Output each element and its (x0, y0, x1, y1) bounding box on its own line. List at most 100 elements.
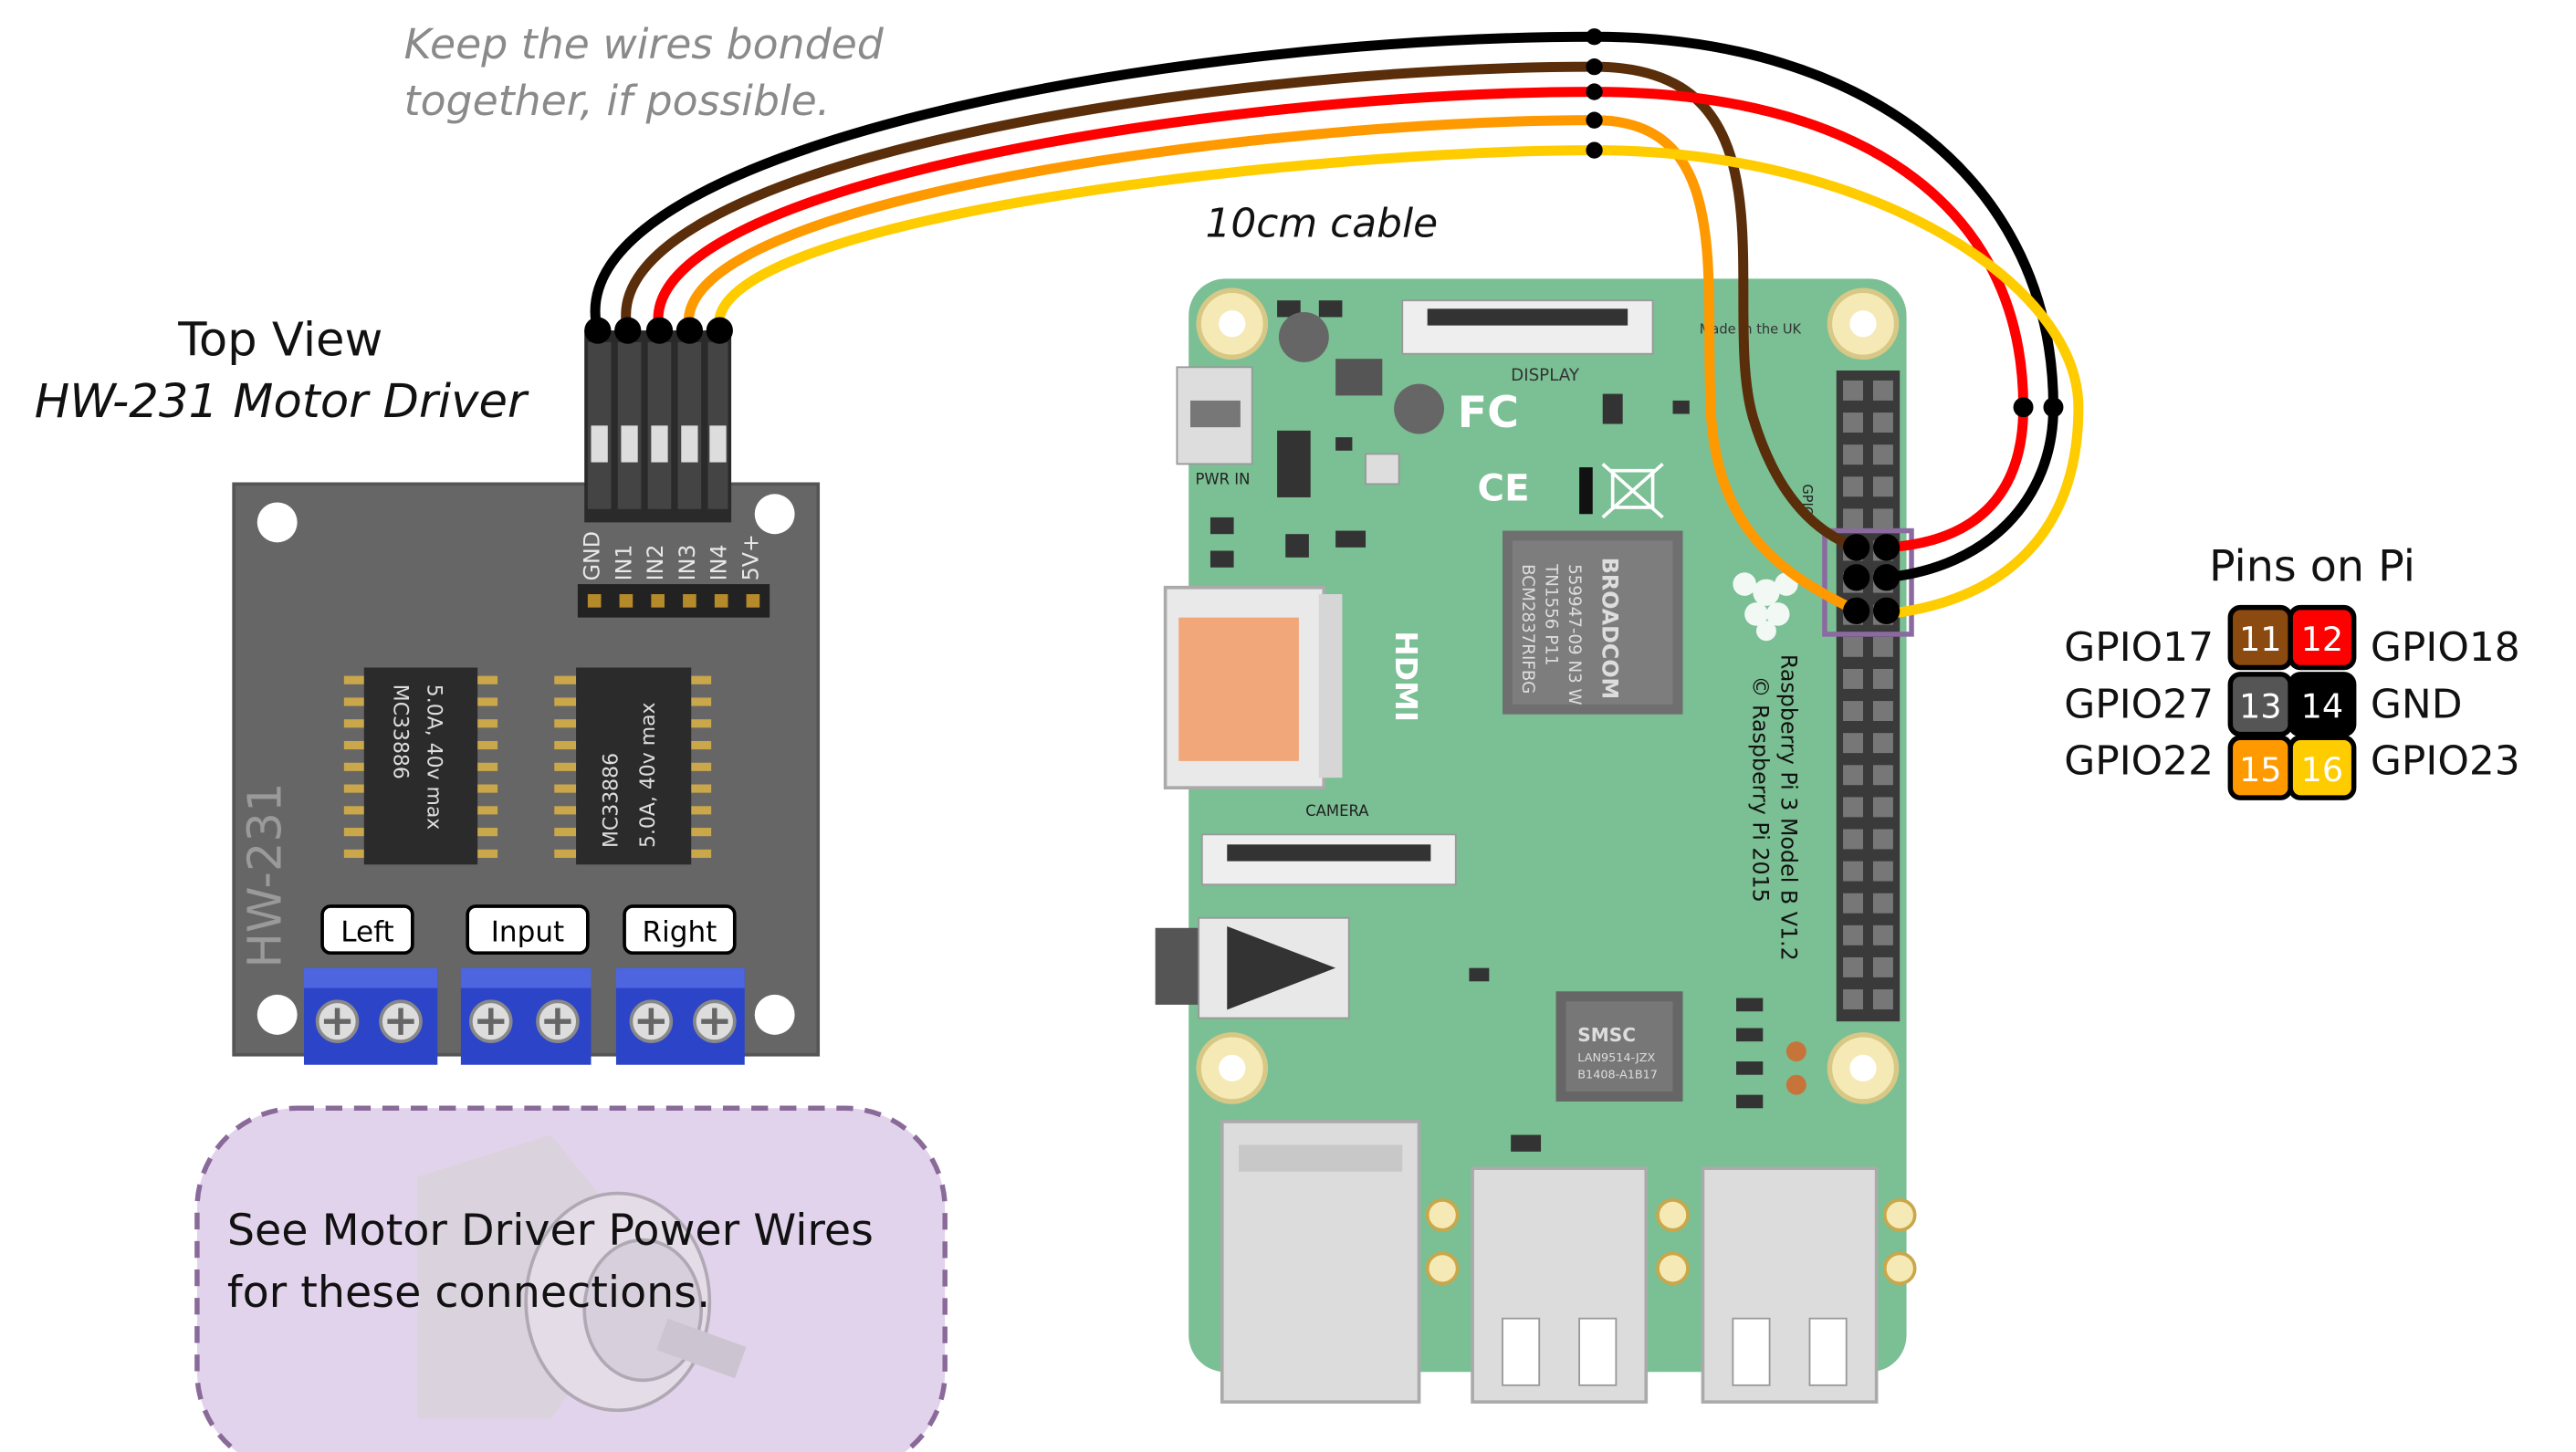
wires-note: Keep the wires bonded together, if possi… (404, 20, 885, 125)
terminal-labels: Left Input Right (322, 906, 735, 953)
pi-hdmi-label: HDMI (1388, 631, 1424, 722)
pi-fcc-mark: FC (1458, 388, 1519, 438)
gpio18-label: GPIO18 (2371, 624, 2520, 671)
gpio-pin (1873, 381, 1893, 401)
pins-legend: Pins on Pi 11 12 13 14 15 16 GPIO17 GPIO… (2064, 541, 2519, 798)
raspberry-pi-board: DISPLAY Made in the UK PWR IN FC CE (1156, 278, 1915, 1402)
gpio-pin (1843, 508, 1863, 528)
gnd-label: GND (2371, 681, 2463, 727)
pin-number-15: 15 (2239, 750, 2282, 789)
pin-number-16: 16 (2301, 750, 2344, 789)
pin-label-5v: 5V+ (738, 534, 763, 580)
wires-note-line1: Keep the wires bonded (404, 20, 885, 68)
screw-terminal-left (304, 968, 437, 1065)
gpio-pin (1873, 669, 1893, 689)
pin-grid: 11 12 13 14 15 16 (2230, 608, 2353, 798)
pi-made-in: Made in the UK (1700, 322, 1802, 338)
terminal-label-left: Left (340, 915, 393, 948)
gpio-pin (1843, 381, 1863, 401)
mount-hole (257, 502, 298, 542)
gpio-pin (1843, 830, 1863, 850)
mount-hole (755, 995, 795, 1035)
mount-hole (755, 494, 795, 534)
gpio-header (1837, 371, 1900, 1021)
dupont-connector (584, 330, 731, 522)
gpio-pin (1843, 797, 1863, 817)
chip-right-text1: MC33886 (601, 753, 623, 848)
gpio-pin (1873, 765, 1893, 785)
pin-number-12: 12 (2301, 620, 2344, 659)
gpio-pin (1873, 733, 1893, 753)
pin-header (578, 584, 770, 618)
gpio-pin (1873, 476, 1893, 496)
gpio-pin (1873, 444, 1893, 465)
driver-heading-line2: HW-231 Motor Driver (35, 374, 529, 429)
pins-title: Pins on Pi (2209, 541, 2415, 591)
pin-number-14: 14 (2301, 686, 2344, 726)
gpio-pin (1873, 637, 1893, 657)
chip-left-text1: MC33886 (389, 684, 412, 779)
gpio-pin (1843, 957, 1863, 977)
pin-label-in3: IN3 (675, 544, 700, 580)
terminal-label-input: Input (491, 915, 564, 948)
gpio-pin (1873, 925, 1893, 945)
pi-copyright-text: © Raspberry Pi 2015 (1747, 676, 1773, 903)
gpio-pin (1873, 413, 1893, 433)
gpio-pin (1843, 444, 1863, 465)
usb-port-1 (1472, 1168, 1646, 1402)
pi-ce-mark: CE (1478, 468, 1530, 510)
chip-left-text2: 5.0A, 40v max (422, 684, 445, 830)
hdmi-port (1166, 588, 1343, 788)
gpio-pin (1873, 989, 1893, 1009)
soc-brand: BROADCOM (1597, 558, 1623, 699)
gpio-pin (1873, 797, 1893, 817)
gpio-pin (1873, 957, 1893, 977)
gpio27-label: GPIO27 (2064, 681, 2214, 727)
lan-brand: SMSC (1577, 1024, 1636, 1046)
pi-display-label: DISPLAY (1511, 366, 1580, 385)
lan-chip: SMSC LAN9514-JZX B1408-A1B17 (1556, 991, 1683, 1102)
gpio-pin (1843, 989, 1863, 1009)
mount-hole (257, 995, 298, 1035)
soc-code3: 559947-09 N3 W (1565, 564, 1584, 705)
soc-code1: BCM2837RIFBG (1518, 564, 1537, 694)
soc-code2: TN1556 P11 (1542, 563, 1561, 665)
driver-chip-right: MC33886 5.0A, 40v max (554, 667, 711, 864)
terminal-label-right: Right (643, 915, 717, 948)
power-note: See Motor Driver Power Wires for these c… (197, 1108, 945, 1452)
lan-code2: B1408-A1B17 (1577, 1068, 1658, 1081)
lan-code1: LAN9514-JZX (1577, 1051, 1655, 1065)
gpio-pin (1843, 893, 1863, 914)
gpio-pin (1873, 862, 1893, 882)
gpio-pin (1843, 413, 1863, 433)
driver-heading-line1: Top View (177, 313, 382, 368)
gpio-pin (1873, 830, 1893, 850)
gpio22-label: GPIO22 (2064, 738, 2214, 785)
gpio-pin (1873, 508, 1893, 528)
pi-model-text: Raspberry Pi 3 Model B V1.2 (1775, 654, 1801, 961)
gpio-pin (1843, 476, 1863, 496)
gpio23-label: GPIO23 (2371, 738, 2520, 785)
ethernet-port (1222, 1122, 1419, 1402)
soc-chip: BCM2837RIFBG TN1556 P11 559947-09 N3 W B… (1503, 531, 1683, 715)
gpio-pin (1873, 893, 1893, 914)
cable-note: 10cm cable (1205, 201, 1438, 247)
gpio-pin (1843, 637, 1863, 657)
pin-number-13: 13 (2239, 686, 2282, 726)
wires-note-line2: together, if possible. (404, 77, 831, 125)
screw-terminal-right (616, 968, 745, 1065)
gpio-pin (1843, 765, 1863, 785)
pin-label-in1: IN1 (611, 544, 636, 580)
chip-right-text2: 5.0A, 40v max (637, 702, 660, 848)
pi-pwr-label: PWR IN (1196, 470, 1251, 487)
pin-label-in4: IN4 (707, 544, 732, 580)
gpio-pin (1843, 701, 1863, 721)
motor-driver-board: HW-231 GND IN1 IN2 IN3 IN4 5V+ (234, 330, 818, 1065)
pin-number-11: 11 (2239, 620, 2282, 659)
pi-camera-label: CAMERA (1305, 802, 1369, 820)
gpio-pin (1873, 701, 1893, 721)
driver-chip-left: MC33886 5.0A, 40v max (344, 667, 497, 864)
gpio-pin (1843, 733, 1863, 753)
gpio-pin (1843, 862, 1863, 882)
